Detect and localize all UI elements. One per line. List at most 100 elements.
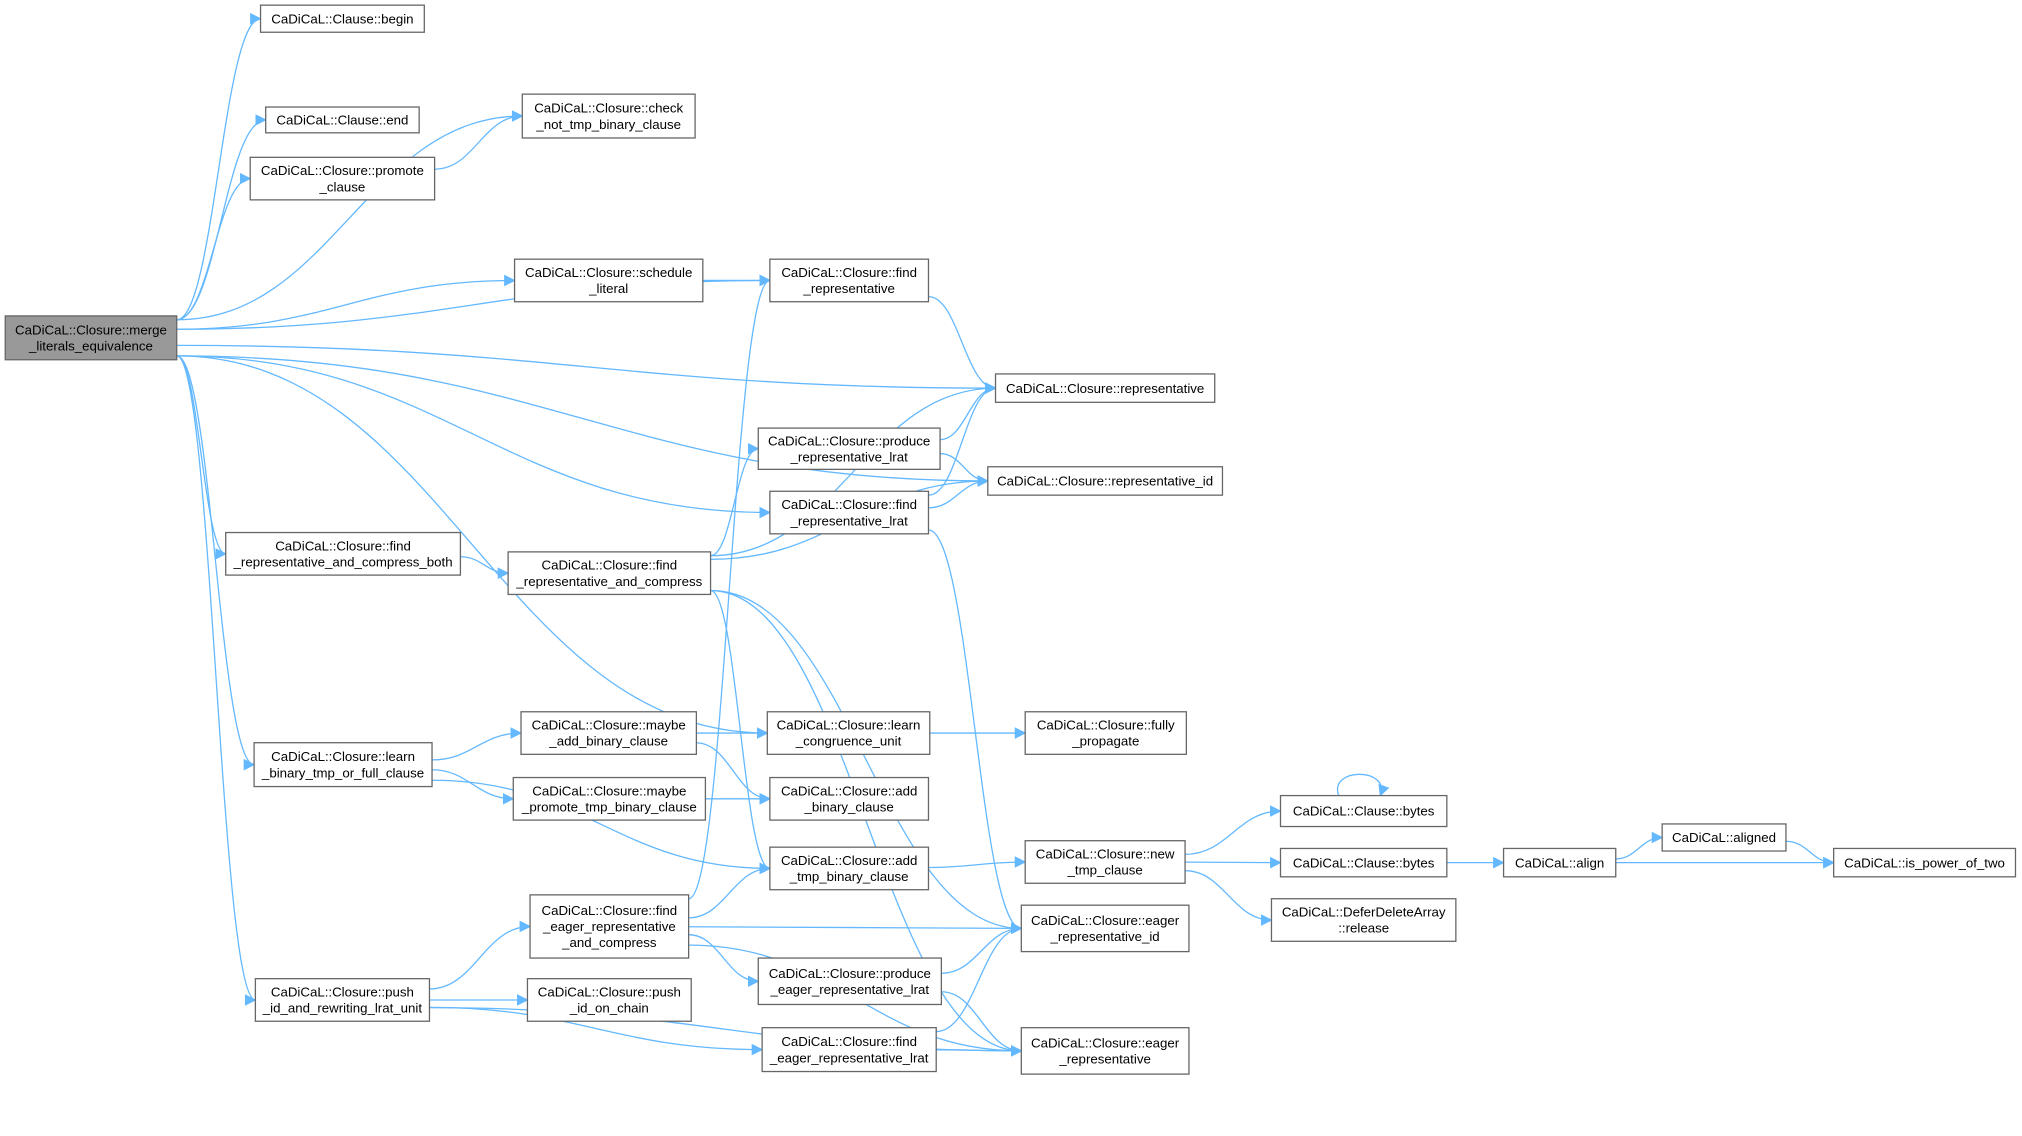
edge-pushid-to-feac bbox=[429, 920, 532, 990]
node-label: _congruence_unit bbox=[795, 734, 902, 749]
node-learncong[interactable]: CaDiCaL::Closure::learn_congruence_unit bbox=[766, 711, 931, 755]
node-label: _representative_and_compress_both bbox=[233, 555, 453, 570]
edge-merge-to-schedule bbox=[176, 274, 516, 330]
node-feac[interactable]: CaDiCaL::Closure::find_eager_representat… bbox=[529, 894, 690, 959]
node-findrep[interactable]: CaDiCaL::Closure::find_representative bbox=[769, 258, 930, 303]
node-rep[interactable]: CaDiCaL::Closure::representative bbox=[994, 373, 1216, 403]
node-findlrat[interactable]: CaDiCaL::Closure::find_representative_lr… bbox=[769, 490, 930, 535]
node-align[interactable]: CaDiCaL::align bbox=[1502, 847, 1617, 878]
node-box bbox=[987, 466, 1224, 496]
node-label: _literals_equivalence bbox=[28, 339, 153, 354]
node-prodlrat[interactable]: CaDiCaL::Closure::produce_representative… bbox=[757, 427, 941, 471]
edge-merge-to-frcboth bbox=[176, 355, 227, 560]
node-box bbox=[520, 711, 698, 755]
node-label: CaDiCaL::aligned bbox=[1672, 830, 1776, 845]
node-label: _representative_lrat bbox=[790, 513, 909, 528]
edge-merge-to-pushid bbox=[176, 355, 257, 1006]
edge-promote-to-check bbox=[434, 110, 524, 170]
node-box bbox=[761, 1027, 937, 1073]
node-end[interactable]: CaDiCaL::Clause::end bbox=[265, 106, 420, 134]
edge-feac-to-eagerid bbox=[688, 922, 1023, 935]
node-label: _clause bbox=[319, 179, 366, 194]
nodes-layer: CaDiCaL::Closure::merge_literals_equival… bbox=[4, 4, 2017, 1075]
node-schedule[interactable]: CaDiCaL::Closure::schedule_literal bbox=[513, 258, 704, 303]
edge-prodeager-to-eagerrep bbox=[941, 991, 1023, 1057]
node-maybeadd[interactable]: CaDiCaL::Closure::maybe_add_binary_claus… bbox=[520, 711, 698, 755]
node-label: CaDiCaL::Closure::representative bbox=[1006, 381, 1204, 396]
edge-findrep-to-rep bbox=[928, 295, 997, 394]
node-box bbox=[1661, 823, 1787, 852]
edge-merge-to-promote bbox=[176, 172, 252, 321]
node-addtmp[interactable]: CaDiCaL::Closure::add_tmp_binary_clause bbox=[769, 846, 930, 891]
node-prodeager[interactable]: CaDiCaL::Closure::produce_eager_represen… bbox=[757, 957, 943, 1006]
node-pushid[interactable]: CaDiCaL::Closure::push_id_and_rewriting_… bbox=[254, 978, 431, 1022]
edges-layer bbox=[176, 12, 1835, 1057]
node-box bbox=[259, 4, 425, 33]
edge-findlrat-to-repid bbox=[928, 475, 989, 509]
edge-frc-to-prodlrat bbox=[710, 442, 760, 557]
edge-bytes1-to-bytes1 bbox=[1336, 773, 1390, 797]
node-label: _representative bbox=[1058, 1052, 1150, 1067]
node-begin[interactable]: CaDiCaL::Clause::begin bbox=[259, 4, 425, 33]
node-box bbox=[1024, 711, 1188, 755]
node-promote[interactable]: CaDiCaL::Closure::promote_clause bbox=[249, 156, 436, 201]
node-label: CaDiCaL::Closure::add bbox=[781, 783, 917, 798]
node-eagerid[interactable]: CaDiCaL::Closure::eager_representative_i… bbox=[1020, 904, 1190, 953]
node-label: _eager_representative bbox=[542, 919, 676, 934]
node-frc[interactable]: CaDiCaL::Closure::find_representative_an… bbox=[507, 551, 712, 596]
node-aligned[interactable]: CaDiCaL::aligned bbox=[1661, 823, 1787, 852]
node-label: CaDiCaL::Clause::end bbox=[276, 113, 408, 128]
node-merge[interactable]: CaDiCaL::Closure::merge_literals_equival… bbox=[4, 315, 178, 361]
node-label: CaDiCaL::Closure::push bbox=[271, 985, 414, 1000]
edge-newtmp-to-bytes2 bbox=[1185, 856, 1282, 869]
node-label: CaDiCaL::Clause::bytes bbox=[1293, 804, 1435, 819]
node-learnbin[interactable]: CaDiCaL::Closure::learn_binary_tmp_or_fu… bbox=[253, 742, 433, 788]
node-label: _propagate bbox=[1071, 734, 1139, 749]
edge-addtmp-to-newtmp bbox=[928, 856, 1027, 869]
edge-frc-to-rep bbox=[710, 382, 997, 557]
node-box bbox=[757, 427, 941, 471]
node-box bbox=[526, 978, 692, 1022]
node-label: _add_binary_clause bbox=[548, 734, 668, 749]
node-label: _tmp_binary_clause bbox=[789, 869, 909, 884]
node-feagerlrat[interactable]: CaDiCaL::Closure::find_eager_representat… bbox=[761, 1027, 937, 1073]
node-label: CaDiCaL::Closure::merge bbox=[15, 322, 167, 337]
edge-merge-to-learnbin bbox=[176, 355, 256, 771]
edge-frcboth-to-frc bbox=[460, 556, 510, 579]
node-label: CaDiCaL::Closure::find bbox=[781, 1034, 917, 1049]
node-newtmp[interactable]: CaDiCaL::Closure::new_tmp_clause bbox=[1024, 840, 1186, 884]
node-check[interactable]: CaDiCaL::Closure::check_not_tmp_binary_c… bbox=[521, 93, 696, 139]
node-pushchain[interactable]: CaDiCaL::Closure::push_id_on_chain bbox=[526, 978, 692, 1022]
node-box bbox=[507, 551, 712, 596]
node-label: _not_tmp_binary_clause bbox=[535, 117, 681, 132]
node-maybeprom[interactable]: CaDiCaL::Closure::maybe_promote_tmp_bina… bbox=[512, 776, 707, 821]
edge-feac-to-findrep bbox=[688, 274, 772, 900]
edge-findlrat-to-rep bbox=[928, 382, 997, 496]
node-bytes1[interactable]: CaDiCaL::Clause::bytes bbox=[1279, 794, 1448, 828]
node-pow2[interactable]: CaDiCaL::is_power_of_two bbox=[1833, 847, 2017, 878]
node-frcboth[interactable]: CaDiCaL::Closure::find_representative_an… bbox=[225, 531, 462, 576]
node-label: CaDiCaL::Closure::produce bbox=[769, 966, 931, 981]
node-label: _id_on_chain bbox=[569, 1001, 649, 1016]
node-box bbox=[769, 846, 930, 891]
node-box bbox=[1279, 794, 1448, 828]
node-eagerrep[interactable]: CaDiCaL::Closure::eager_representative bbox=[1020, 1027, 1190, 1075]
node-repid[interactable]: CaDiCaL::Closure::representative_id bbox=[987, 466, 1224, 496]
edge-prodeager-to-eagerid bbox=[941, 922, 1023, 974]
node-box bbox=[529, 894, 690, 959]
node-label: CaDiCaL::Closure::representative_id bbox=[997, 474, 1213, 489]
node-fully[interactable]: CaDiCaL::Closure::fully_propagate bbox=[1024, 711, 1188, 755]
node-label: CaDiCaL::Closure::find bbox=[542, 558, 678, 573]
node-box bbox=[757, 957, 943, 1006]
edge-feagerlrat-to-eagerid bbox=[936, 922, 1023, 1033]
node-label: CaDiCaL::Closure::fully bbox=[1037, 718, 1175, 733]
node-label: _promote_tmp_binary_clause bbox=[521, 800, 697, 815]
node-addbin[interactable]: CaDiCaL::Closure::add_binary_clause bbox=[769, 776, 930, 821]
edge-feac-to-addtmp bbox=[688, 862, 772, 919]
edge-newtmp-to-bytes1 bbox=[1185, 805, 1282, 855]
node-box bbox=[769, 776, 930, 821]
node-bytes2[interactable]: CaDiCaL::Clause::bytes bbox=[1279, 847, 1448, 878]
node-label: CaDiCaL::Closure::add bbox=[781, 853, 917, 868]
node-release[interactable]: CaDiCaL::DeferDeleteArray::release bbox=[1270, 898, 1457, 942]
